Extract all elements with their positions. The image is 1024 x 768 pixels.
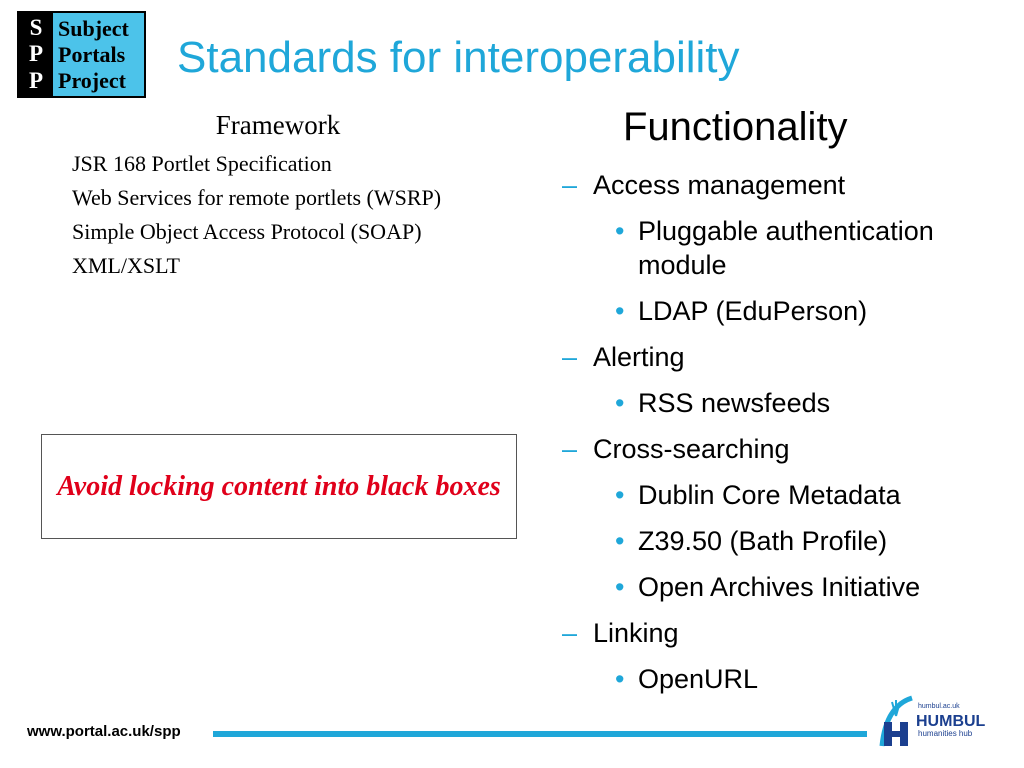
- sub-item: • OpenURL: [593, 662, 1002, 696]
- humbul-h-bar: [884, 731, 908, 737]
- functionality-item-label: Linking: [593, 618, 679, 648]
- sub-item: • Open Archives Initiative: [593, 570, 1002, 604]
- bullet-icon: •: [615, 388, 625, 418]
- logo-letter: S: [29, 15, 43, 41]
- sub-item-label: RSS newsfeeds: [638, 388, 831, 418]
- callout-box: Avoid locking content into black boxes: [41, 434, 517, 539]
- sub-item: • Z39.50 (Bath Profile): [593, 524, 1002, 558]
- bullet-icon: •: [615, 572, 625, 602]
- dash-icon: –: [562, 170, 578, 200]
- functionality-item-label: Access management: [593, 170, 846, 200]
- sub-item: • Pluggable authentication module: [593, 214, 1002, 282]
- bullet-icon: •: [615, 526, 625, 556]
- footer-divider: [213, 731, 867, 737]
- sub-item-label: Pluggable authentication module: [638, 216, 934, 280]
- dash-icon: –: [562, 342, 578, 372]
- framework-list: JSR 168 Portlet Specification Web Servic…: [72, 147, 542, 283]
- humbul-logo: humbul.ac.uk HUMBUL humanities hub: [879, 695, 986, 747]
- functionality-list: – Access management • Pluggable authentic…: [562, 168, 1002, 696]
- bullet-icon: •: [615, 296, 625, 326]
- sub-list: • OpenURL: [593, 662, 1002, 696]
- functionality-item-label: Alerting: [593, 342, 685, 372]
- logo-word: Portals: [58, 41, 126, 67]
- bullet-icon: •: [615, 480, 625, 510]
- logo-word: Subject: [58, 15, 129, 41]
- logo-word: Project: [58, 67, 126, 93]
- humbul-tagline: humanities hub: [918, 729, 973, 738]
- functionality-item: – Linking • OpenURL: [562, 616, 1002, 696]
- sub-item-label: Z39.50 (Bath Profile): [638, 526, 888, 556]
- bullet-icon: •: [615, 216, 625, 246]
- functionality-item: – Cross-searching • Dublin Core Metadata …: [562, 432, 1002, 604]
- footer-url-link[interactable]: www.portal.ac.uk/spp: [27, 723, 181, 740]
- sub-list: • Dublin Core Metadata • Z39.50 (Bath Prof…: [593, 478, 1002, 604]
- logo-words: Subject Portals Project: [53, 13, 144, 96]
- sub-list: • RSS newsfeeds: [593, 386, 1002, 420]
- framework-heading: Framework: [215, 110, 341, 140]
- framework-item: Simple Object Access Protocol (SOAP): [72, 219, 422, 244]
- humbul-arc: [879, 695, 913, 747]
- logo-letters: S P P: [19, 13, 53, 96]
- functionality-item-label: Cross-searching: [593, 434, 790, 464]
- humbul-name: HUMBUL: [916, 713, 986, 730]
- dash-icon: –: [562, 434, 578, 464]
- humbul-rays: [891, 700, 901, 717]
- sub-item: • Dublin Core Metadata: [593, 478, 1002, 512]
- framework-item: JSR 168 Portlet Specification: [72, 151, 332, 176]
- framework-item: Web Services for remote portlets (WSRP): [72, 185, 442, 210]
- functionality-item: – Access management • Pluggable authentic…: [562, 168, 1002, 328]
- functionality-item: – Alerting • RSS newsfeeds: [562, 340, 1002, 420]
- callout-text: Avoid locking content into black boxes: [57, 470, 501, 502]
- sub-item-label: OpenURL: [638, 664, 759, 694]
- functionality-heading: Functionality: [623, 105, 848, 149]
- slide-title: Standards for interoperability: [177, 33, 740, 82]
- logo-letter: P: [28, 67, 44, 93]
- sub-item: • LDAP (EduPerson): [593, 294, 1002, 328]
- sub-item-label: LDAP (EduPerson): [638, 296, 868, 326]
- dash-icon: –: [562, 618, 578, 648]
- logo-letter: P: [28, 41, 44, 67]
- sub-item-label: Dublin Core Metadata: [638, 480, 901, 510]
- spp-logo: S P P Subject Portals Project: [17, 11, 146, 98]
- sub-item: • RSS newsfeeds: [593, 386, 1002, 420]
- humbul-small-text: humbul.ac.uk: [918, 703, 960, 710]
- framework-item: XML/XSLT: [72, 253, 180, 278]
- sub-list: • Pluggable authentication module • LDAP (…: [593, 214, 1002, 328]
- bullet-icon: •: [615, 664, 625, 694]
- sub-item-label: Open Archives Initiative: [638, 572, 921, 602]
